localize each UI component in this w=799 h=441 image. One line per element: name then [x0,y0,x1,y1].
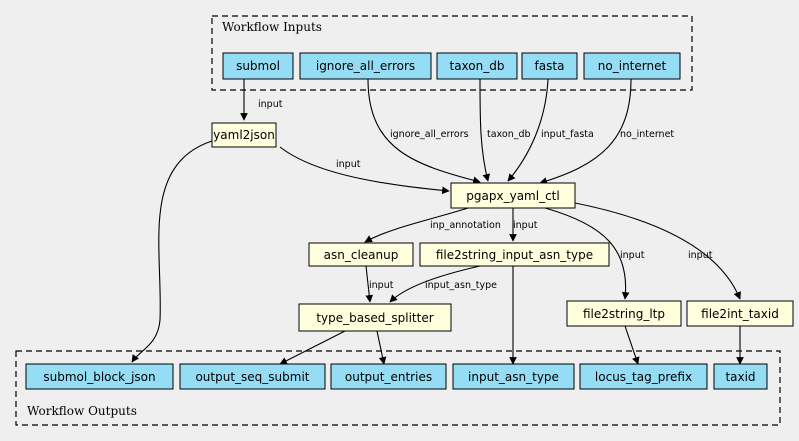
label-pgapx-taxid: input [688,250,713,261]
step-node-file2string-ltp-label: file2string_ltp [583,307,665,321]
input-node-submol[interactable] [222,52,294,80]
workflow-outputs-cluster: Workflow Outputs [15,350,781,426]
label-nointernet-pgapx: no_internet [620,129,674,140]
edge-splitter-entries [376,330,387,365]
label-fasta-pgapx: input_fasta [541,129,594,140]
edge-file2string-splitter [389,265,481,303]
output-node-submol-block-json-label: submol_block_json [43,370,155,384]
workflow-inputs-frame [211,15,693,91]
edge-fasta-pgapx [507,78,549,182]
output-node-input-asn-type[interactable] [452,363,575,390]
output-node-input-asn-type-label: input_asn_type [468,370,559,384]
step-node-type-based-splitter[interactable] [298,303,452,332]
output-node-locus-tag-prefix-label: locus_tag_prefix [595,370,692,384]
edges [131,78,744,365]
edge-ltp-locustag [624,325,640,365]
workflow-outputs-label: Workflow Outputs [27,404,137,418]
step-node-file2string-input-asn-type-label: file2string_input_asn_type [436,248,593,262]
step-node-asn-cleanup[interactable] [308,242,414,267]
workflow-inputs-label: Workflow Inputs [222,20,322,34]
output-node-output-seq-submit[interactable] [179,363,326,390]
step-node-type-based-splitter-label: type_based_splitter [316,311,433,325]
edge-yaml2json-submol-block [131,140,213,363]
input-node-taxon-db[interactable] [436,52,518,80]
label-pgapx-file2string: input [513,220,538,231]
edge-asncleanup-splitter [365,265,374,303]
step-node-pgapx-yaml-ctl[interactable] [450,182,576,209]
output-nodes: submol_block_json output_seq_submit outp… [25,363,768,390]
input-node-fasta-label: fasta [535,59,565,73]
step-node-file2string-input-asn-type[interactable] [419,242,610,267]
edge-yaml2json-pgapx [279,146,450,195]
input-node-submol-label: submol [236,59,280,73]
output-node-taxid-label: taxid [725,370,755,384]
edge-taxon-pgapx [479,78,490,182]
input-node-ignore-all-errors-label: ignore_all_errors [316,59,415,73]
edge-ignore-pgapx [367,78,481,184]
label-pgapx-ltp: input [620,250,645,261]
edge-labels: input ignore_all_errors taxon_db input_f… [258,99,713,291]
output-node-locus-tag-prefix[interactable] [579,363,708,390]
label-submol-yaml2json: input [258,99,283,110]
input-node-taxon-db-label: taxon_db [450,59,505,73]
workflow-outputs-frame [15,350,781,426]
step-node-file2int-taxid-label: file2int_taxid [701,307,779,321]
input-node-no-internet-label: no_internet [598,59,667,73]
step-node-yaml2json-label: yaml2json [213,128,275,142]
label-asncleanup-splitter: input [369,280,394,291]
output-node-output-entries[interactable] [330,363,447,390]
label-taxon-pgapx: taxon_db [487,129,531,140]
input-node-fasta[interactable] [521,52,578,80]
edge-pgapx-ltp [544,207,630,300]
output-node-taxid[interactable] [713,363,768,390]
output-node-submol-block-json[interactable] [25,363,174,390]
label-file2string-splitter: input_asn_type [425,280,497,291]
output-node-output-seq-submit-label: output_seq_submit [195,370,309,384]
input-node-no-internet[interactable] [583,52,681,80]
label-pgapx-asncleanup: inp_annotation [430,220,501,231]
step-node-yaml2json[interactable] [211,122,277,148]
label-ignore-pgapx: ignore_all_errors [390,129,469,140]
input-node-ignore-all-errors[interactable] [299,52,432,80]
step-node-asn-cleanup-label: asn_cleanup [324,248,399,262]
step-node-pgapx-yaml-ctl-label: pgapx_yaml_ctl [466,189,559,203]
edge-splitter-seqsubmit [279,330,346,365]
input-nodes: submol ignore_all_errors taxon_db fasta … [222,52,681,80]
step-nodes: yaml2json pgapx_yaml_ctl asn_cleanup fil… [211,122,794,332]
edge-pgapx-taxid [574,202,741,300]
output-node-output-entries-label: output_entries [345,370,432,384]
step-node-file2int-taxid[interactable] [686,300,794,327]
label-yaml2json-pgapx: input [336,159,361,170]
edge-pgapx-asncleanup [364,207,469,243]
workflow-inputs-cluster: Workflow Inputs [211,15,693,91]
step-node-file2string-ltp[interactable] [566,300,682,327]
edge-nointernet-pgapx [539,78,632,185]
